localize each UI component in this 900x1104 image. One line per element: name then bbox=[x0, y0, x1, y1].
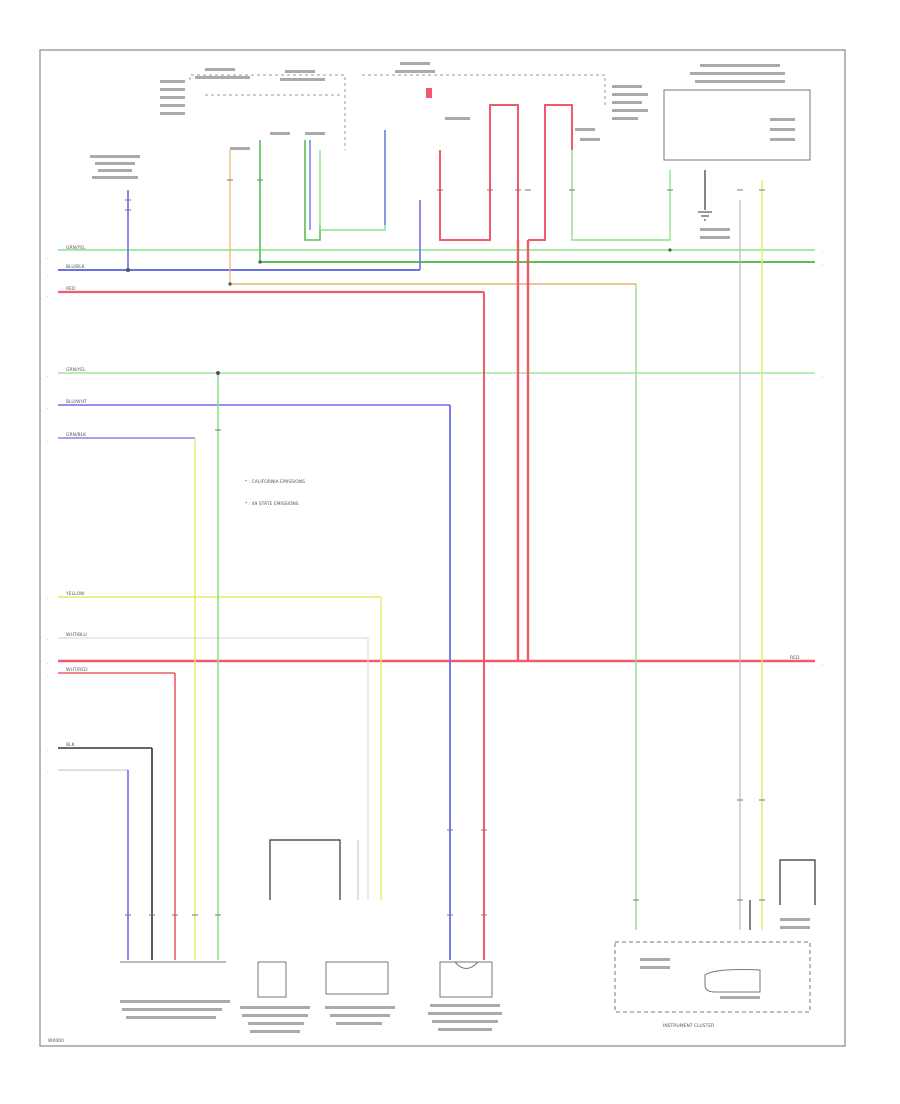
svg-text:·: · bbox=[47, 294, 48, 299]
svg-text:·: · bbox=[47, 274, 48, 279]
label-grn-top: GRN/YEL bbox=[66, 245, 86, 251]
svg-text:·: · bbox=[822, 262, 823, 267]
footer-code: W0000 bbox=[48, 1038, 64, 1044]
note-line1: * : CALIFORNIA EMISSIONS bbox=[245, 479, 305, 485]
label-blu-top: BLU/BLK bbox=[66, 264, 86, 270]
svg-text:·: · bbox=[47, 596, 48, 601]
svg-text:·: · bbox=[47, 439, 48, 444]
svg-text:·: · bbox=[47, 673, 48, 678]
svg-text:·: · bbox=[47, 637, 48, 642]
label-white2: WHT/RED bbox=[66, 667, 88, 673]
ground-icon bbox=[698, 211, 712, 221]
label-red-right: RED bbox=[790, 655, 800, 661]
fine-print-labels bbox=[90, 62, 810, 1033]
label-blk: BLK bbox=[66, 742, 76, 748]
label-white: WHT/BLU bbox=[66, 632, 87, 638]
label-blu-mid: BLU/WHT bbox=[66, 399, 87, 405]
diagram-frame bbox=[39, 49, 846, 1047]
instrument-cluster-label: INSTRUMENT CLUSTER bbox=[663, 1023, 714, 1029]
connector-ticks bbox=[125, 179, 765, 916]
vertical-wires bbox=[127, 104, 816, 960]
top-dashed-components bbox=[189, 74, 811, 161]
fuse-icon bbox=[426, 88, 432, 98]
label-yellow: YELLOW bbox=[65, 591, 85, 597]
bottom-components bbox=[120, 941, 811, 1013]
svg-text:·: · bbox=[47, 770, 48, 775]
label-grn-mid: GRN/YEL bbox=[66, 367, 86, 373]
svg-text:·: · bbox=[47, 406, 48, 411]
svg-text:·: · bbox=[822, 662, 823, 667]
label-pnk-mid: GRN/BLK bbox=[66, 432, 87, 438]
svg-text:·: · bbox=[47, 374, 48, 379]
svg-text:·: · bbox=[822, 374, 823, 379]
svg-text:·: · bbox=[822, 250, 823, 255]
svg-text:·: · bbox=[47, 748, 48, 753]
horizontal-buses bbox=[58, 249, 815, 771]
edge-pin-markers: · · · · · · · · · · · · · · · · bbox=[47, 250, 823, 775]
note-line2: * : 49 STATE EMISSIONS bbox=[245, 501, 299, 507]
label-red-left: RED bbox=[66, 286, 76, 292]
svg-text:·: · bbox=[47, 256, 48, 261]
svg-text:·: · bbox=[47, 661, 48, 666]
junction-dots bbox=[126, 248, 672, 375]
